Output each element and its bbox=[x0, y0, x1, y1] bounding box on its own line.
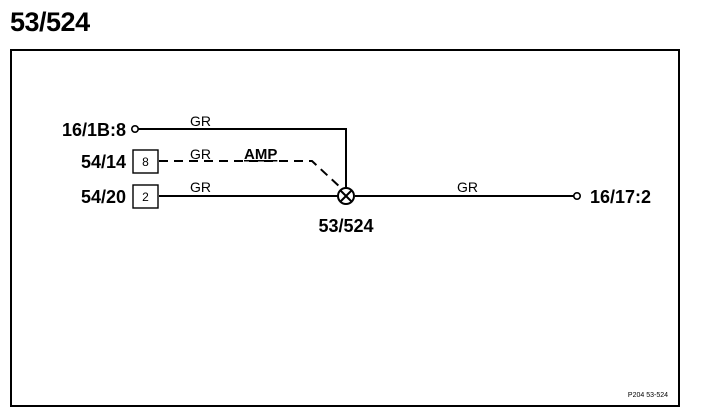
connector-label-54-14: 54/14 bbox=[81, 152, 126, 172]
terminal-16-17-2 bbox=[572, 192, 581, 201]
connector-label-16-1b-8: 16/1B:8 bbox=[62, 120, 126, 140]
terminal-16-1b-8 bbox=[131, 125, 140, 134]
wire-color-top: GR bbox=[190, 113, 211, 129]
connector-label-16-17-2: 16/17:2 bbox=[590, 187, 651, 207]
connector-54-20-pin: 2 bbox=[142, 190, 149, 204]
wire-color-right: GR bbox=[457, 179, 478, 195]
wire-top bbox=[138, 128, 347, 189]
diagram-frame bbox=[10, 49, 680, 407]
connector-54-14-pin: 8 bbox=[142, 155, 149, 169]
page-title: 53/524 bbox=[10, 7, 90, 37]
connector-54-14-box bbox=[132, 149, 159, 174]
reference-code: P204 53-524 bbox=[628, 392, 668, 399]
connector-label-54-20: 54/20 bbox=[81, 187, 126, 207]
wire-color-mid: GR bbox=[190, 146, 211, 162]
splice-icon bbox=[337, 187, 355, 205]
splice-label: 53/524 bbox=[318, 216, 373, 236]
wire-note-amp: AMP bbox=[244, 146, 277, 163]
connector-54-20-box bbox=[132, 184, 159, 209]
wire-color-bottom: GR bbox=[190, 179, 211, 195]
wire-mid-dashed bbox=[159, 160, 342, 189]
